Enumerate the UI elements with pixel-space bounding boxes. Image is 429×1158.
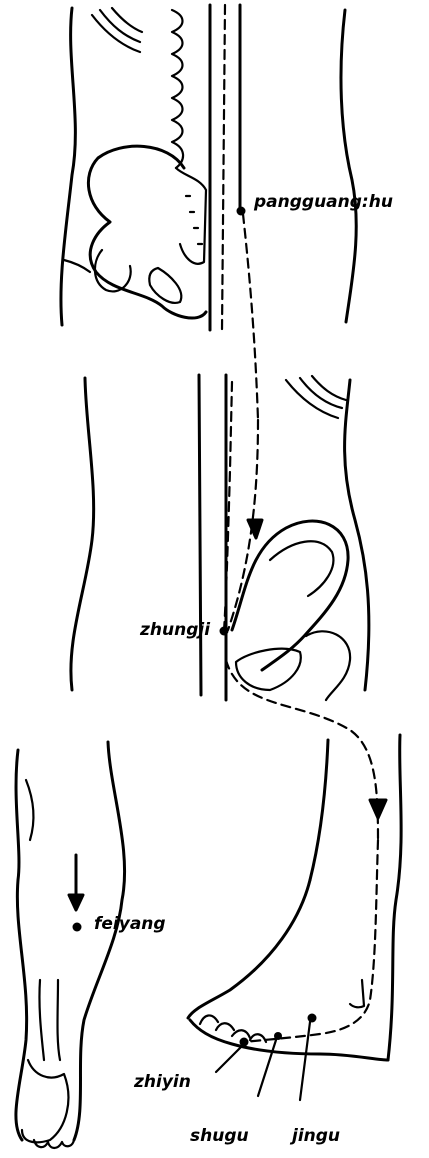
leader-jingu [300, 1022, 310, 1100]
foot-top [188, 880, 310, 1018]
arrow-head-2 [370, 800, 386, 818]
label-pangguangshu: pangguang:hu [254, 192, 393, 212]
side-view-panel [71, 375, 386, 840]
acupoint-shugu [274, 1032, 282, 1040]
foot-view-panel [188, 735, 401, 1100]
acupoint-zhiyin [240, 1038, 249, 1047]
leader-zhiyin [216, 1046, 242, 1072]
meridian-path-1 [243, 214, 258, 420]
leader-shugu [258, 1040, 276, 1096]
calf-contour [26, 780, 33, 840]
vertebrae-column [172, 10, 183, 168]
leg-view-panel [16, 742, 125, 1148]
label-feiyang: feiyang [94, 914, 166, 934]
pelvis-inner-2 [270, 541, 333, 596]
toe-lines [200, 1015, 266, 1042]
achilles-tendon [39, 980, 60, 1060]
spine-dashed-line [222, 5, 225, 330]
torso-right-outline [341, 10, 356, 322]
torso-left-outline-2 [71, 378, 94, 690]
arrow-head-leg [69, 895, 83, 910]
leg-left-outline [16, 750, 27, 1140]
ankle-mark [350, 980, 364, 1007]
back-view-panel [61, 5, 356, 420]
label-zhiyin: zhiyin [134, 1072, 191, 1092]
acupoint-pangguangshu [237, 207, 246, 216]
femur-2 [306, 631, 350, 700]
ribs-2 [286, 376, 346, 418]
pelvis-bone [88, 146, 206, 318]
ribs [92, 8, 142, 52]
obturator-2 [236, 649, 301, 690]
leg-right-outline [74, 742, 125, 1140]
back-line-2 [199, 375, 201, 695]
acupoint-feiyang [73, 923, 82, 932]
torso-right-outline-2 [345, 380, 369, 690]
arrow-head-1 [248, 520, 262, 538]
leg-right-front [310, 740, 328, 880]
torso-left-outline [61, 8, 75, 325]
label-jingu: jingu [292, 1126, 340, 1146]
label-zhungji: zhungji [140, 620, 210, 640]
meridian-path-4 [226, 660, 378, 840]
acupoint-jingu [308, 1014, 317, 1023]
obturator [149, 268, 181, 303]
sacrum [176, 168, 206, 264]
hip-contour [64, 260, 90, 272]
heel [22, 1060, 68, 1142]
label-shugu: shugu [190, 1126, 249, 1146]
leg-right-back [388, 735, 401, 1060]
